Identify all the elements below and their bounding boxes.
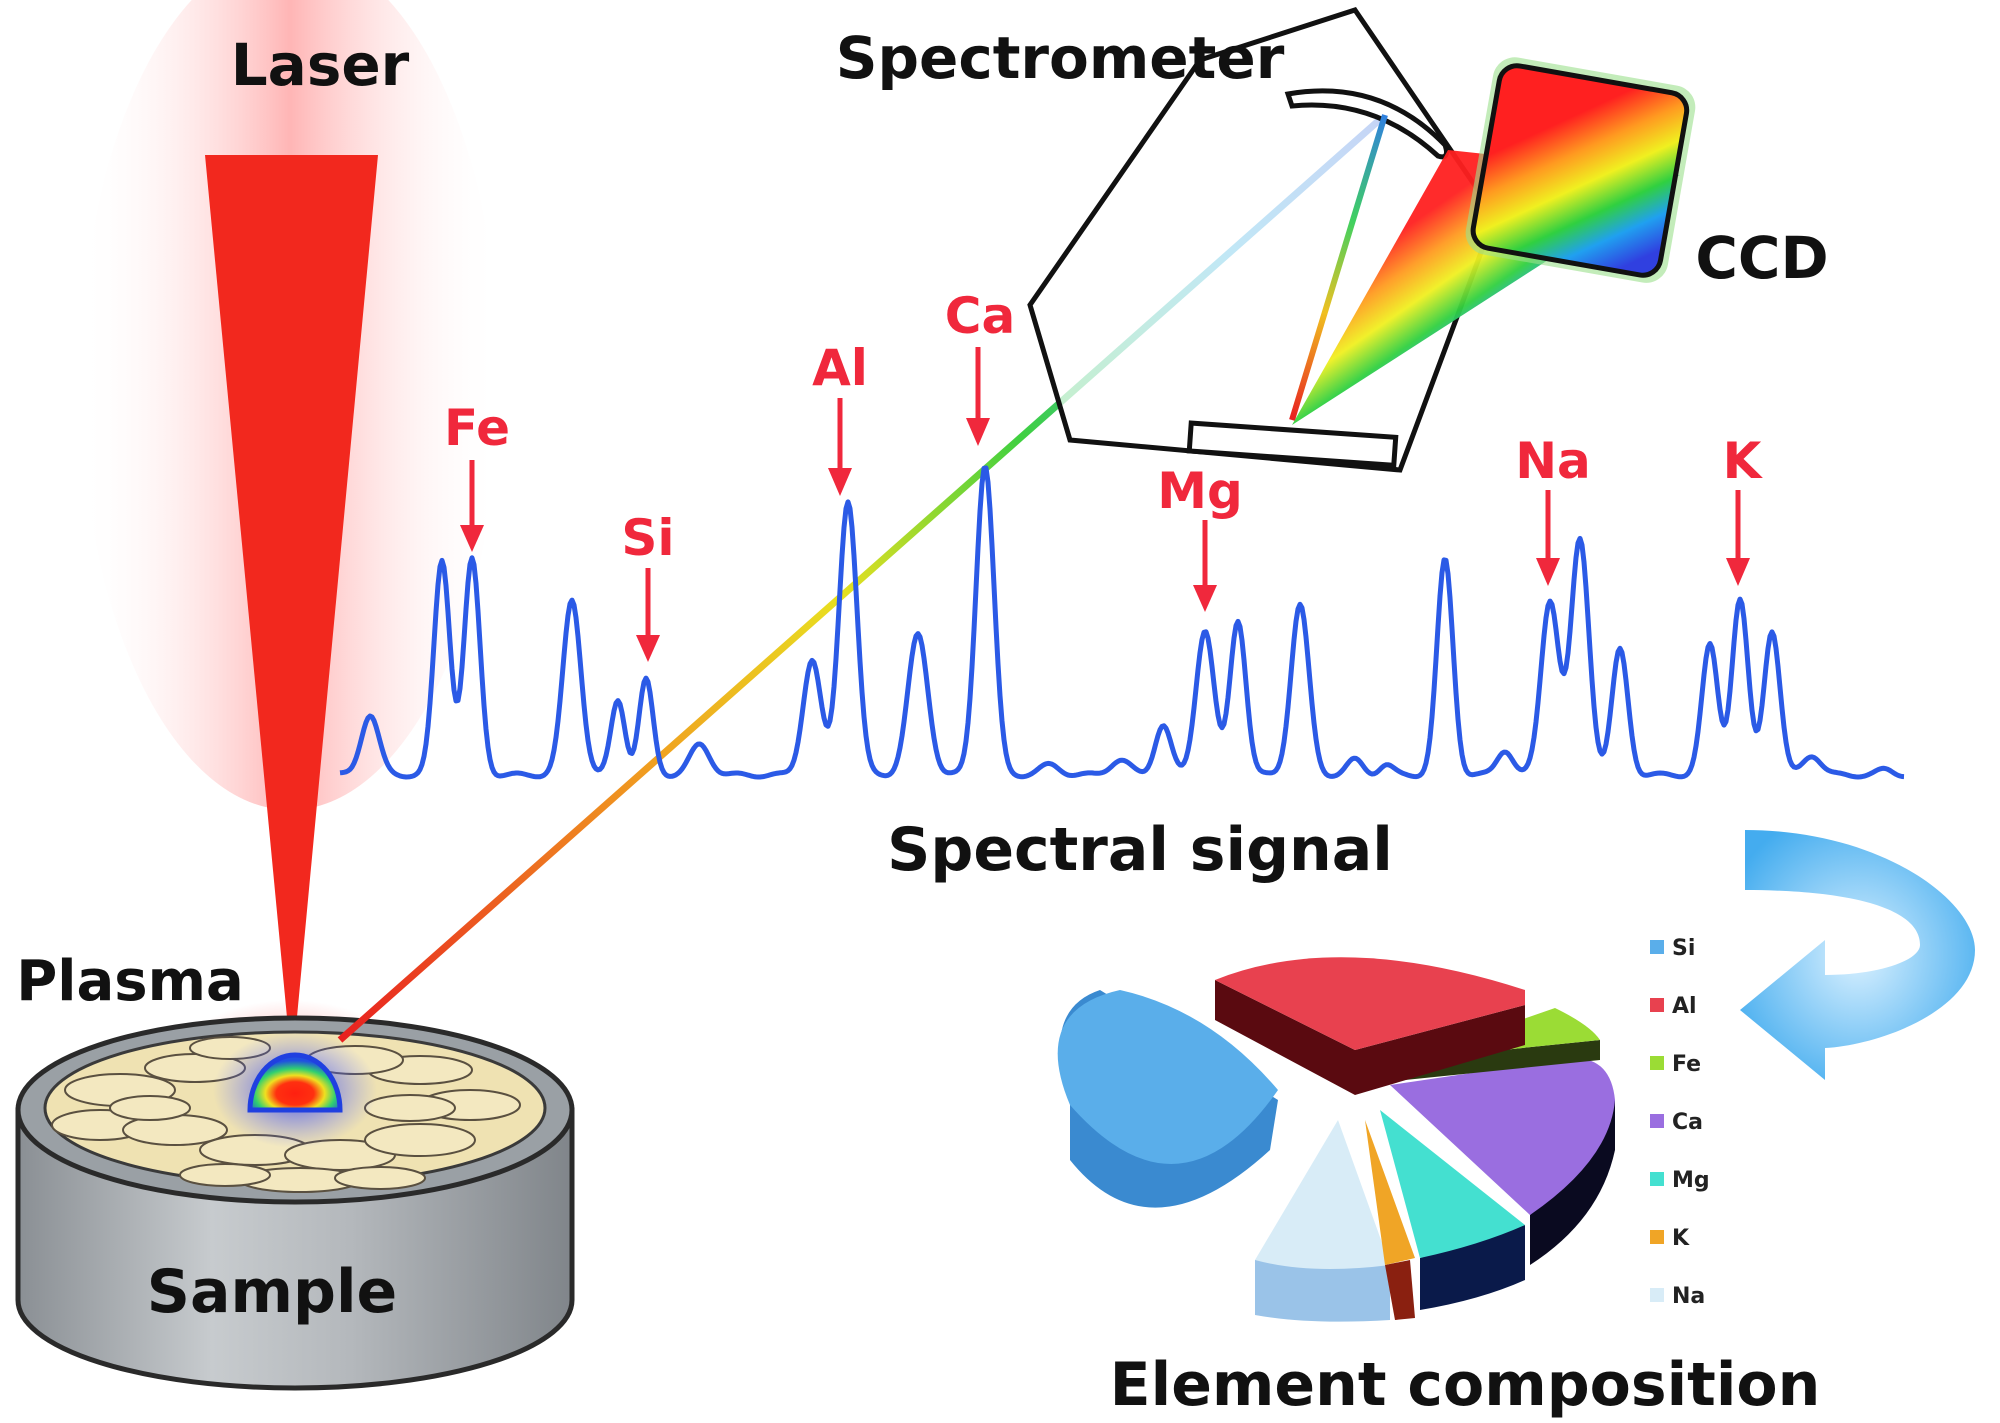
label-ccd: CCD bbox=[1695, 224, 1828, 292]
pie-slice-ca bbox=[1390, 1058, 1615, 1265]
label-spectral-signal: Spectral signal bbox=[887, 815, 1393, 885]
pie-slice-al bbox=[1215, 957, 1525, 1095]
peak-label-al: Al bbox=[812, 339, 868, 496]
svg-text:Mg: Mg bbox=[1157, 462, 1243, 520]
plasma-plume bbox=[213, 1032, 377, 1148]
pie-legend: Si Al Fe Ca Mg K Na bbox=[1650, 936, 1710, 1309]
svg-text:Na: Na bbox=[1515, 432, 1591, 490]
svg-text:Al: Al bbox=[1672, 994, 1697, 1019]
legend-item-k: K bbox=[1650, 1226, 1690, 1251]
svg-text:Al: Al bbox=[812, 339, 868, 397]
peak-label-mg: Mg bbox=[1157, 462, 1243, 612]
svg-text:Ca: Ca bbox=[945, 287, 1015, 345]
svg-text:K: K bbox=[1672, 1226, 1690, 1251]
peak-labels: Fe Si Al Ca Mg Na K bbox=[444, 287, 1764, 662]
legend-item-fe: Fe bbox=[1650, 1052, 1701, 1077]
label-sample: Sample bbox=[147, 1257, 397, 1327]
peak-label-k: K bbox=[1723, 432, 1764, 586]
pie-slice-mg bbox=[1380, 1110, 1525, 1310]
ccd-detector bbox=[1465, 57, 1696, 283]
svg-text:K: K bbox=[1723, 432, 1764, 490]
legend-item-al: Al bbox=[1650, 994, 1697, 1019]
legend-item-na: Na bbox=[1650, 1284, 1705, 1309]
spectral-signal-trace bbox=[339, 465, 1905, 780]
pie-slice-k bbox=[1365, 1120, 1415, 1320]
svg-text:Si: Si bbox=[1672, 936, 1695, 961]
label-spectrometer: Spectrometer bbox=[836, 24, 1285, 92]
legend-item-ca: Ca bbox=[1650, 1110, 1703, 1135]
label-laser: Laser bbox=[231, 31, 410, 99]
peak-label-ca: Ca bbox=[945, 287, 1015, 446]
legend-item-mg: Mg bbox=[1650, 1168, 1710, 1193]
peak-label-fe: Fe bbox=[444, 399, 510, 552]
curved-arrow-icon bbox=[1740, 830, 1975, 1080]
pie-slice-si bbox=[1057, 990, 1278, 1208]
svg-text:Fe: Fe bbox=[444, 399, 510, 457]
element-composition-pie bbox=[1057, 957, 1615, 1322]
label-plasma: Plasma bbox=[16, 949, 244, 1014]
legend-item-si: Si bbox=[1650, 936, 1695, 961]
peak-label-si: Si bbox=[621, 509, 675, 662]
label-element-composition: Element composition bbox=[1110, 1350, 1821, 1420]
svg-text:Mg: Mg bbox=[1672, 1168, 1710, 1193]
svg-text:Na: Na bbox=[1672, 1284, 1705, 1309]
pie-slice-na bbox=[1255, 1120, 1390, 1322]
svg-text:Si: Si bbox=[621, 509, 674, 567]
svg-text:Ca: Ca bbox=[1672, 1110, 1703, 1135]
svg-text:Fe: Fe bbox=[1672, 1052, 1701, 1077]
peak-label-na: Na bbox=[1515, 432, 1591, 586]
